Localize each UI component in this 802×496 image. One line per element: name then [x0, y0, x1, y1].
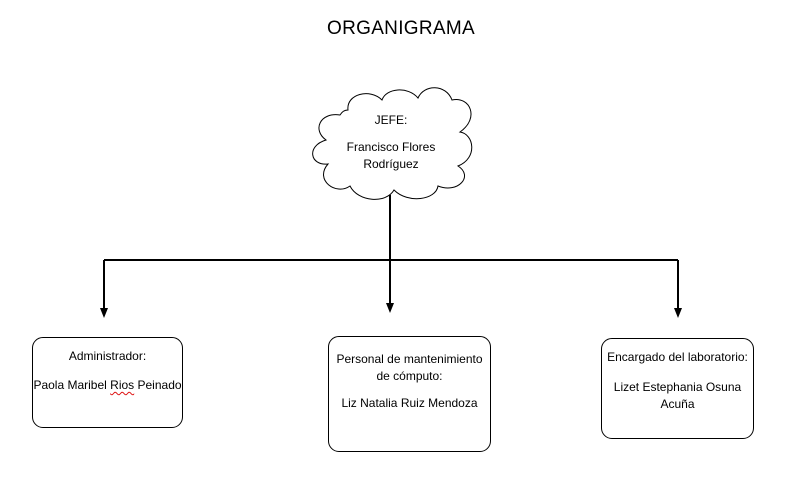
node-name: Liz Natalia Ruiz Mendoza	[341, 396, 478, 410]
jefe-role: JEFE:	[374, 113, 408, 127]
arrowhead-right	[674, 308, 682, 318]
node-role: Administrador:	[68, 349, 147, 363]
arrowheads	[100, 303, 682, 318]
node-name: Paola Maribel Rios Peinado	[33, 377, 182, 394]
jefe-name: Francisco Flores Rodríguez	[346, 140, 436, 171]
cloud-shape	[312, 87, 473, 200]
node-name: Lizet Estephania Osuna Acuña	[613, 380, 742, 411]
diagram-title: ORGANIGRAMA	[327, 18, 475, 39]
node-mantenimiento: Personal de mantenimiento de cómputo: Li…	[328, 336, 491, 452]
spellcheck-flagged-word: Rios	[110, 378, 135, 392]
node-administrador: Administrador: Paola Maribel Rios Peinad…	[32, 337, 183, 428]
name-part: Paola Maribel	[33, 378, 111, 392]
jefe-node: JEFE: Francisco Flores Rodríguez	[318, 112, 464, 173]
name-part: Peinado	[134, 378, 182, 392]
arrowhead-left	[100, 308, 108, 318]
node-laboratorio: Encargado del laboratorio: Lizet Estepha…	[601, 338, 754, 439]
arrowhead-center	[386, 303, 394, 313]
connector-lines	[103, 195, 679, 309]
node-role: Personal de mantenimiento de cómputo:	[336, 352, 483, 383]
node-role: Encargado del laboratorio:	[607, 350, 748, 364]
